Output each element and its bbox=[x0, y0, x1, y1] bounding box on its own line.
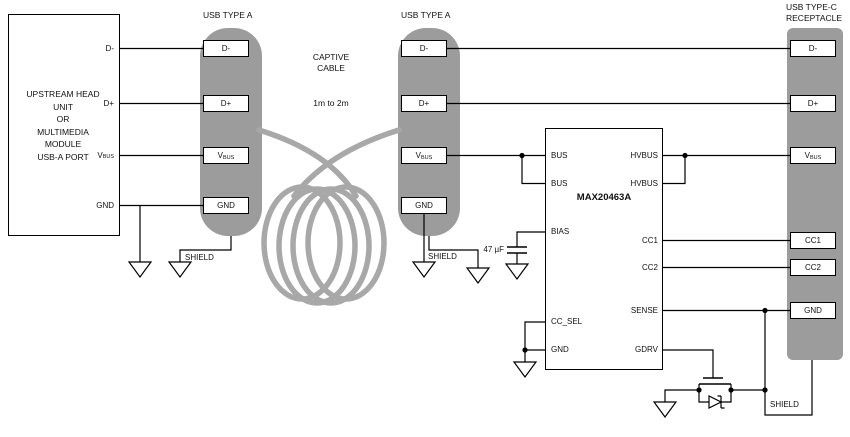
cable-title-line1: CAPTIVE bbox=[312, 52, 350, 62]
ic-pin-cc2: CC2 bbox=[641, 263, 658, 272]
usb-c-shield-label: SHIELD bbox=[770, 400, 799, 409]
ic-pin-hvbus-2: HVBUS bbox=[630, 179, 658, 188]
usb-c-pin-cc1: CC1 bbox=[790, 232, 836, 249]
ic-part-number: MAX20463A bbox=[576, 192, 632, 203]
ic-box bbox=[545, 128, 663, 370]
ic-pin-gnd: GND bbox=[551, 345, 569, 354]
ic-pin-bus-1: BUS bbox=[551, 151, 568, 160]
wire-lines bbox=[120, 47, 813, 416]
usb-a-2-shield-label: SHIELD bbox=[428, 252, 457, 261]
capacitor-icon bbox=[507, 246, 527, 254]
ic-pin-sense: SENSE bbox=[630, 306, 658, 315]
usb-c-pin-cc2: CC2 bbox=[790, 259, 836, 276]
upstream-unit-label: UPSTREAM HEAD UNIT OR MULTIMEDIA MODULE … bbox=[26, 89, 100, 162]
upstream-pin-d-minus: D- bbox=[105, 44, 114, 53]
usb-c-title-line1: USB TYPE-C bbox=[786, 2, 837, 12]
usb-a-1-shield-label: SHIELD bbox=[185, 253, 214, 262]
usb-c-pin-d-plus: D+ bbox=[790, 95, 836, 112]
usb-a-1-title: USB TYPE A bbox=[203, 10, 253, 20]
upstream-pin-d-plus: D+ bbox=[103, 99, 114, 108]
ic-pin-cc-sel: CC_SEL bbox=[551, 317, 583, 326]
ground-symbol bbox=[504, 263, 530, 281]
diode-icon bbox=[708, 395, 725, 409]
capacitor-value-label: 47 µF bbox=[483, 245, 504, 254]
usb-a-2-title: USB TYPE A bbox=[401, 10, 451, 20]
mosfet-icon bbox=[664, 377, 732, 403]
usb-a-1-pin-d-plus: D+ bbox=[203, 95, 249, 112]
ground-symbol bbox=[512, 361, 538, 379]
usb-c-pin-gnd: GND bbox=[790, 302, 836, 319]
ground-symbol bbox=[127, 261, 153, 279]
ic-pin-bus-2: BUS bbox=[551, 179, 568, 188]
ic-pin-hvbus-1: HVBUS bbox=[630, 151, 658, 160]
usb-a-2-pin-gnd: GND bbox=[401, 197, 447, 214]
ground-symbols bbox=[127, 261, 678, 419]
usb-a-1-pin-d-minus: D- bbox=[203, 40, 249, 57]
ground-symbol bbox=[411, 261, 437, 279]
upstream-unit-box bbox=[8, 14, 120, 236]
upstream-pin-gnd: GND bbox=[96, 201, 114, 210]
usb-a-2-pin-d-plus: D+ bbox=[401, 95, 447, 112]
usb-a-2-pin-d-minus: D- bbox=[401, 40, 447, 57]
usb-a-1-pin-gnd: GND bbox=[203, 197, 249, 214]
ic-pin-gdrv: GDRV bbox=[635, 345, 658, 354]
usb-c-title-line2: RECEPTACLE bbox=[786, 13, 843, 23]
ic-pin-cc1: CC1 bbox=[641, 236, 658, 245]
ic-pin-bias: BIAS bbox=[551, 227, 570, 236]
ground-symbol bbox=[167, 261, 193, 279]
upstream-pin-vbus: VBUS bbox=[97, 151, 114, 160]
cable-length-label: 1m to 2m bbox=[313, 98, 349, 108]
captive-cable-coil bbox=[256, 127, 402, 306]
cable-title-line2: CABLE bbox=[317, 63, 345, 73]
usb-c-pin-d-minus: D- bbox=[790, 40, 836, 57]
junction-dots bbox=[519, 152, 768, 393]
ground-symbol bbox=[465, 267, 491, 285]
ground-symbol bbox=[652, 401, 678, 419]
